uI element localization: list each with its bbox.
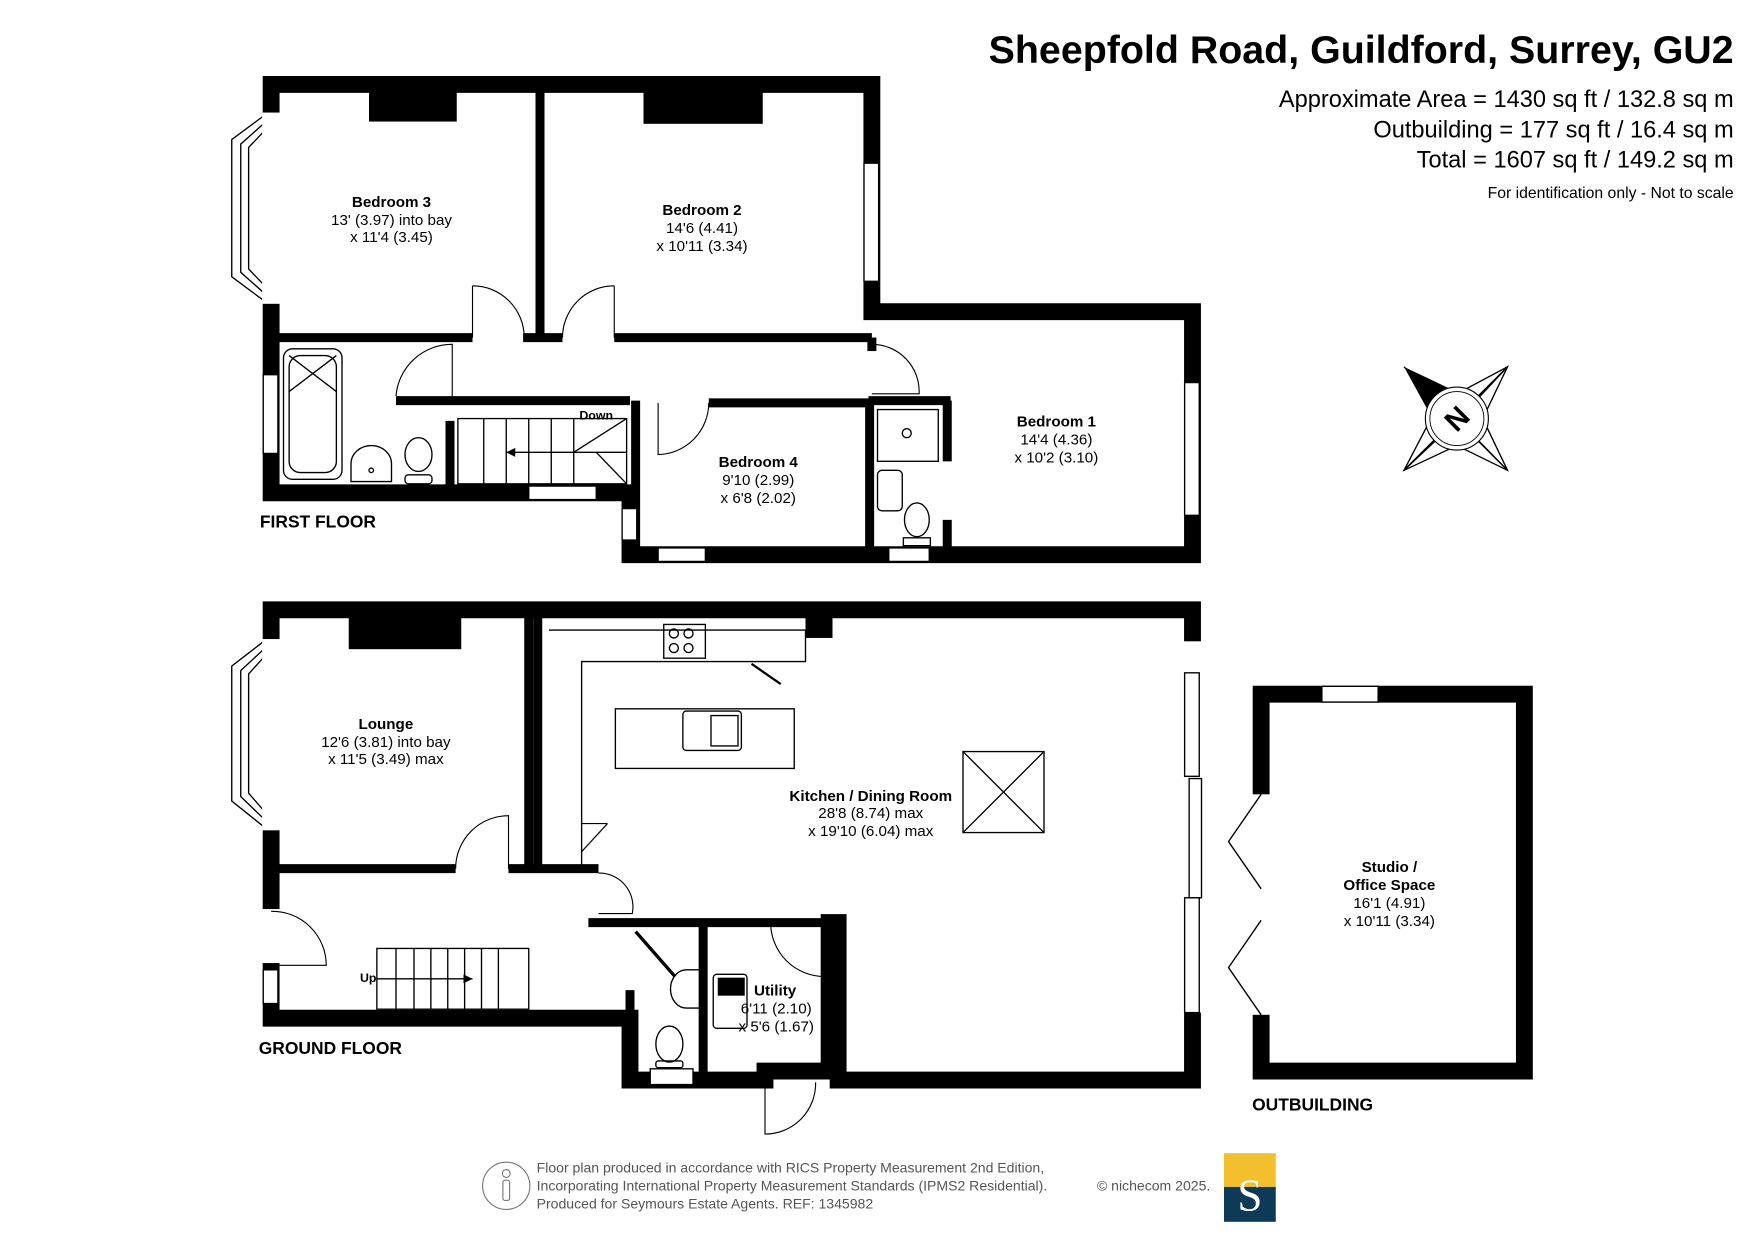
door	[871, 343, 920, 395]
door	[581, 823, 608, 853]
hob-icon	[663, 623, 707, 659]
chimney-breast	[369, 92, 457, 122]
toilet-icon	[404, 437, 433, 485]
footer-line-2: Incorporating International Property Mea…	[537, 1177, 1048, 1193]
room-name: Office Space	[1343, 877, 1435, 894]
kitchen-island	[614, 708, 795, 770]
room-dimension: x 10'11 (3.34)	[656, 238, 747, 255]
room-dimension: 6'11 (2.10)	[741, 1001, 812, 1018]
room-dimension: 12'6 (3.81) into bay	[321, 734, 451, 751]
window	[528, 485, 597, 501]
floor-label-ground: GROUND FLOOR	[259, 1038, 403, 1058]
room-name: Bedroom 3	[352, 194, 431, 211]
room-dimension: x 5'6 (1.67)	[739, 1019, 814, 1036]
floor-label-outbuilding: OUTBUILDING	[1252, 1094, 1373, 1114]
outbuilding-plan: Studio / Office Space 16'1 (4.91) x 10'1…	[1227, 685, 1533, 1114]
room-name: Bedroom 4	[719, 454, 799, 471]
door	[770, 922, 826, 978]
property-title: Sheepfold Road, Guildford, Surrey, GU2	[989, 28, 1734, 72]
compass-rose-icon: N	[1402, 365, 1509, 472]
window	[1183, 672, 1200, 777]
bay-window	[231, 635, 281, 834]
window	[1321, 685, 1379, 703]
footer-line-1: Floor plan produced in accordance with R…	[537, 1159, 1045, 1175]
chimney-breast	[643, 92, 763, 124]
window	[657, 547, 707, 563]
floor-label-first: FIRST FLOOR	[260, 512, 377, 532]
room-dimension: 16'1 (4.91)	[1353, 895, 1425, 912]
window	[1183, 381, 1200, 516]
window	[1183, 897, 1200, 1014]
room-name: Utility	[754, 983, 797, 1000]
back-door	[764, 1080, 817, 1135]
bay-window	[231, 109, 281, 307]
stairs-up-label: Up	[360, 971, 377, 985]
bath-icon	[282, 348, 343, 480]
toilet-icon	[902, 502, 932, 547]
room-dimension: 14'4 (4.36)	[1020, 431, 1092, 448]
person-icon	[482, 1161, 531, 1210]
room-name: Bedroom 1	[1017, 413, 1097, 430]
toilet-icon	[655, 1025, 684, 1069]
door	[455, 815, 510, 869]
shower-icon	[876, 408, 939, 462]
room-name: Lounge	[358, 716, 413, 733]
window	[863, 162, 880, 282]
sink-icon	[669, 969, 701, 1009]
bifold-door	[1227, 793, 1262, 890]
total-area: Total = 1607 sq ft / 149.2 sq m	[1417, 148, 1734, 174]
window	[262, 969, 279, 1005]
door	[395, 343, 453, 401]
bifold-door	[1227, 919, 1262, 1016]
window	[1188, 777, 1203, 899]
sink-icon	[682, 710, 743, 752]
logo-letter: S	[1237, 1171, 1262, 1221]
ground-floor-plan: Up Lounge 12'6 (3.81) into bay x 11'5 (3…	[231, 601, 1203, 1135]
washing-machine-icon	[712, 973, 748, 1029]
room-dimension: x 11'4 (3.45)	[350, 229, 433, 246]
room-dimension: 28'8 (8.74) max	[818, 805, 923, 822]
footer-line-3: Produced for Seymours Estate Agents. REF…	[537, 1195, 874, 1211]
door	[598, 872, 634, 915]
staircase: Up	[360, 947, 530, 1010]
room-dimension: 9'10 (2.99)	[722, 472, 794, 489]
chimney-breast	[348, 617, 462, 650]
front-door	[271, 910, 327, 966]
window	[262, 374, 279, 455]
rooflight	[962, 750, 1045, 834]
room-dimension: x 10'2 (3.10)	[1014, 449, 1098, 466]
room-dimension: x 11'5 (3.49) max	[328, 751, 444, 768]
room-dimension: x 19'10 (6.04) max	[808, 823, 934, 840]
sink-icon	[876, 469, 903, 512]
room-dimension: 14'6 (4.41)	[666, 220, 738, 237]
room-name: Kitchen / Dining Room	[789, 788, 952, 805]
window	[649, 1068, 694, 1086]
scale-note: For identification only - Not to scale	[1488, 185, 1734, 202]
window	[621, 507, 638, 541]
room-dimension: x 6'8 (2.02)	[721, 490, 796, 507]
door	[657, 402, 710, 456]
approx-area: Approximate Area = 1430 sq ft / 132.8 sq…	[1279, 87, 1734, 113]
room-name: Studio /	[1362, 859, 1418, 876]
sink-icon	[350, 444, 393, 483]
footer: Floor plan produced in accordance with R…	[482, 1153, 1276, 1222]
staircase: Down	[457, 409, 628, 485]
door	[634, 930, 677, 978]
window	[888, 547, 930, 563]
door	[561, 285, 615, 338]
room-dimension: x 10'11 (3.34)	[1344, 913, 1435, 930]
outbuilding-area: Outbuilding = 177 sq ft / 16.4 sq m	[1373, 117, 1733, 143]
room-dimension: 13' (3.97) into bay	[331, 212, 452, 229]
copyright: © nichecom 2025.	[1097, 1177, 1210, 1193]
seymours-logo: S	[1224, 1153, 1276, 1222]
room-name: Bedroom 2	[662, 202, 741, 219]
stairs-down-label: Down	[579, 409, 613, 423]
door	[471, 285, 525, 338]
first-floor-plan: Down Bedroom 3 13' (3.97) into bay x 11'…	[231, 75, 1201, 564]
